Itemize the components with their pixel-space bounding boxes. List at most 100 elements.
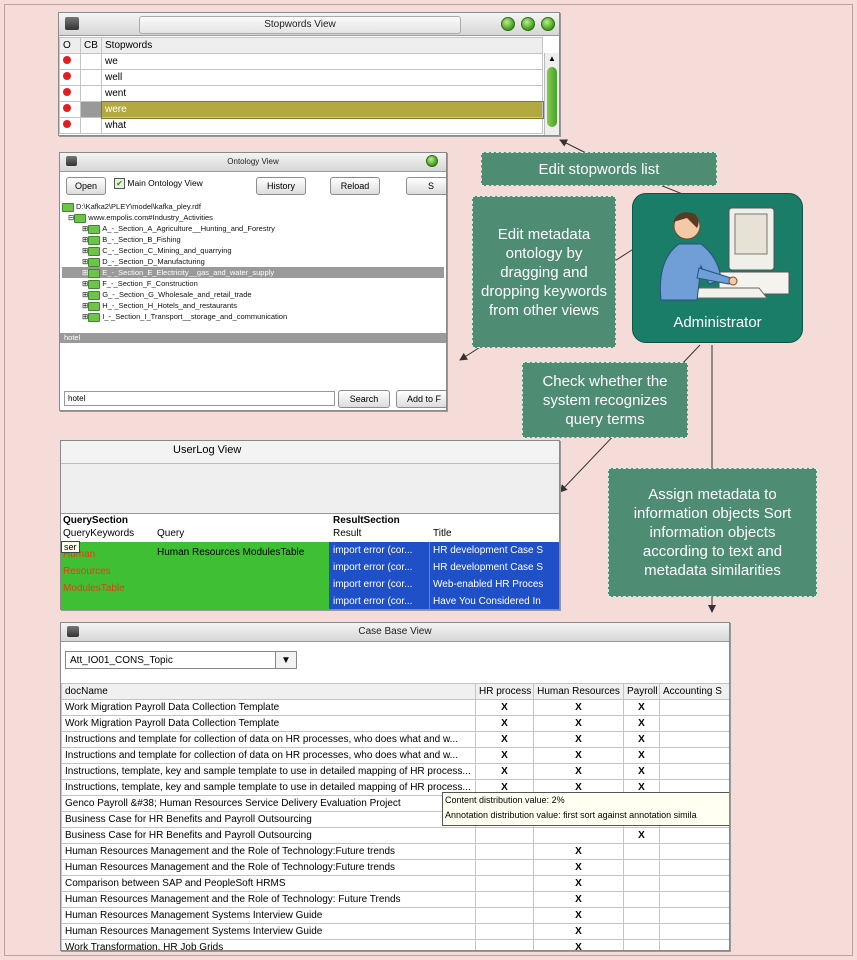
- col-docname[interactable]: docName: [61, 683, 476, 700]
- col-human-resources[interactable]: Human Resources: [533, 683, 624, 700]
- table-row[interactable]: we: [59, 53, 543, 70]
- search-button[interactable]: Search: [338, 390, 390, 408]
- result-cell: import error (cor...: [333, 562, 413, 573]
- hr-process-cell: X: [475, 731, 534, 748]
- col-stopwords[interactable]: Stopwords: [101, 37, 543, 54]
- ontology-view-window: Ontology View Open ✔ Main Ontology View …: [59, 152, 447, 411]
- stopwords-table: O CB Stopwords we well went were what: [59, 37, 544, 134]
- table-row[interactable]: Comparison between SAP and PeopleSoft HR…: [61, 875, 729, 892]
- table-row[interactable]: Work Migration Payroll Data Collection T…: [61, 699, 729, 716]
- tree-node-selected[interactable]: ⊞E_-_Section_E_Electricity__gas_and_wate…: [62, 267, 444, 278]
- table-row[interactable]: Work Migration Payroll Data Collection T…: [61, 715, 729, 732]
- checkbox-label: Main Ontology View: [127, 178, 203, 188]
- app-icon: [65, 17, 79, 30]
- doc-name-cell: Instructions, template, key and sample t…: [61, 779, 476, 796]
- human-resources-cell: X: [533, 747, 624, 764]
- scroll-up-arrow-icon[interactable]: ▲: [548, 54, 556, 63]
- hdr-query[interactable]: Query: [157, 528, 185, 539]
- doc-name-cell: Human Resources Management and the Role …: [61, 891, 476, 908]
- tree-node[interactable]: ⊞B_-_Section_B_Fishing: [82, 235, 181, 245]
- tree-node[interactable]: ⊞F_-_Section_F_Construction: [82, 279, 198, 289]
- search-result-bar[interactable]: hotel: [60, 333, 446, 343]
- scroll-thumb[interactable]: [547, 67, 557, 127]
- col-accounting[interactable]: Accounting S: [659, 683, 729, 700]
- hdr-querysection[interactable]: QuerySection: [63, 515, 129, 526]
- tree-node[interactable]: ⊞G_-_Section_G_Wholesale_and_retail_trad…: [82, 290, 252, 300]
- title-cell: HR development Case S: [433, 545, 544, 556]
- accounting-cell: [659, 843, 729, 860]
- human-resources-cell: X: [533, 715, 624, 732]
- s-button[interactable]: S: [406, 177, 446, 195]
- human-resources-cell: X: [533, 891, 624, 908]
- col-hr-process[interactable]: HR process: [475, 683, 534, 700]
- callout-edit-ontology: Edit metadata ontology by dragging and d…: [472, 196, 616, 348]
- hr-process-cell: X: [475, 699, 534, 716]
- history-button[interactable]: History: [256, 177, 306, 195]
- table-row[interactable]: Instructions and template for collection…: [61, 747, 729, 764]
- table-row[interactable]: Human Resources Management and the Role …: [61, 891, 729, 908]
- search-input[interactable]: hotel: [64, 391, 335, 406]
- payroll-cell: X: [623, 699, 660, 716]
- table-row[interactable]: Human Resources Management and the Role …: [61, 843, 729, 860]
- tree-node[interactable]: ⊞H_-_Section_H_Hotels_and_restaurants: [82, 301, 237, 311]
- hr-process-cell: X: [475, 747, 534, 764]
- table-row[interactable]: Instructions, template, key and sample t…: [61, 763, 729, 780]
- payroll-cell: [623, 843, 660, 860]
- table-row[interactable]: well: [59, 69, 543, 86]
- tree-node[interactable]: ⊞C_-_Section_C_Mining_and_quarrying: [82, 246, 232, 256]
- hr-process-cell: [475, 939, 534, 950]
- human-resources-cell: X: [533, 843, 624, 860]
- minimize-button[interactable]: [501, 17, 515, 31]
- table-row[interactable]: went: [59, 85, 543, 102]
- tree-node[interactable]: ⊞A_-_Section_A_Agriculture__Hunting_and_…: [82, 224, 275, 234]
- doc-name-cell: Work Migration Payroll Data Collection T…: [61, 715, 476, 732]
- dropdown-arrow-icon[interactable]: ▼: [275, 652, 296, 668]
- accounting-cell: [659, 891, 729, 908]
- accounting-cell: [659, 731, 729, 748]
- table-row[interactable]: Human Resources Management and the Role …: [61, 859, 729, 876]
- reload-button[interactable]: Reload: [330, 177, 380, 195]
- result-cell: import error (cor...: [333, 596, 413, 607]
- tree-node[interactable]: ⊞I_-_Section_I_Transport__storage_and_co…: [82, 312, 288, 322]
- ontology-view-titlebar: Ontology View: [60, 153, 446, 172]
- table-row[interactable]: Instructions, template, key and sample t…: [61, 779, 729, 796]
- hr-process-cell: [475, 875, 534, 892]
- tree-root[interactable]: D:\Kafka2\PLEY\model\kafka_pley.rdf: [62, 201, 444, 212]
- table-row[interactable]: Human Resources Management Systems Inter…: [61, 907, 729, 924]
- table-row[interactable]: Human Resources Management Systems Inter…: [61, 923, 729, 940]
- topic-dropdown[interactable]: Att_IO01_CONS_Topic ▼: [65, 651, 297, 669]
- table-row[interactable]: were: [59, 100, 544, 119]
- col-cb[interactable]: CB: [80, 37, 102, 54]
- tree-node[interactable]: ⊟www.empolis.com#Industry_Activities: [68, 213, 213, 223]
- add-to-button[interactable]: Add to F: [396, 390, 446, 408]
- payroll-cell: [623, 875, 660, 892]
- minimize-button[interactable]: [426, 155, 438, 167]
- hdr-resultsection[interactable]: ResultSection: [333, 515, 400, 526]
- accounting-cell: [659, 859, 729, 876]
- callout-check-query: Check whether the system recognizes quer…: [522, 362, 688, 438]
- col-payroll[interactable]: Payroll: [623, 683, 660, 700]
- tree-node[interactable]: ⊞D_-_Section_D_Manufacturing: [82, 257, 205, 267]
- accounting-cell: [659, 699, 729, 716]
- hdr-title[interactable]: Title: [433, 528, 452, 539]
- hdr-result[interactable]: Result: [333, 528, 362, 539]
- vertical-scrollbar[interactable]: ▲: [544, 53, 559, 135]
- userlog-view-window: UserLog View QuerySection QueryKeywords …: [60, 440, 560, 610]
- table-row[interactable]: Instructions and template for collection…: [61, 731, 729, 748]
- table-row[interactable]: what: [59, 117, 543, 134]
- result-cell: import error (cor...: [333, 579, 413, 590]
- folder-icon: [88, 224, 101, 234]
- main-ontology-checkbox[interactable]: ✔ Main Ontology View: [114, 178, 203, 190]
- hdr-querykeywords[interactable]: QueryKeywords: [63, 528, 135, 539]
- close-button[interactable]: [541, 17, 555, 31]
- title-cell: Web-enabled HR Proces: [433, 579, 544, 590]
- open-button[interactable]: Open: [66, 177, 106, 195]
- col-o[interactable]: O: [59, 37, 81, 54]
- zoom-button[interactable]: [521, 17, 535, 31]
- table-row[interactable]: Business Case for HR Benefits and Payrol…: [61, 827, 729, 844]
- keyword-cell: Human: [63, 549, 96, 560]
- stopwords-view-titlebar: Stopwords View: [59, 13, 559, 36]
- doc-name-cell: Instructions and template for collection…: [61, 747, 476, 764]
- folder-icon: [88, 312, 101, 322]
